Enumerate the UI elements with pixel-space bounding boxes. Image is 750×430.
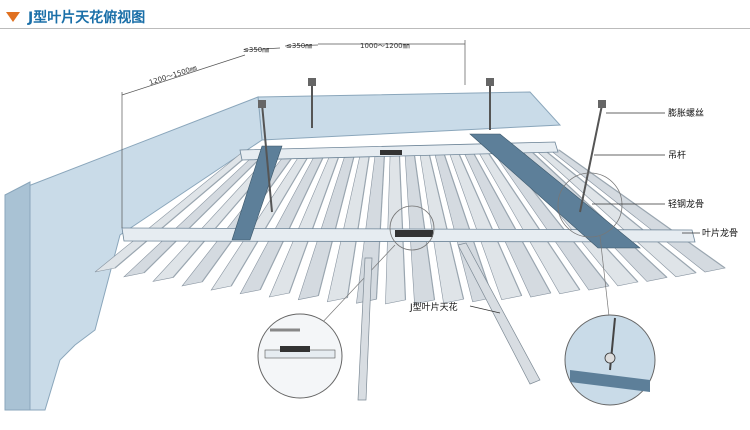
detail-circle-right	[557, 172, 623, 238]
keel-connector-center	[395, 230, 433, 237]
blade-edge	[143, 149, 269, 274]
callout-expansion-bolt: 膨胀螺丝	[668, 107, 704, 119]
ceiling-slab	[257, 91, 562, 141]
detail-leader-center	[319, 244, 396, 326]
detail-leader-right	[599, 235, 611, 326]
blade-edge	[259, 149, 328, 291]
blade-edge	[230, 149, 313, 287]
detail-bubble-right	[564, 314, 656, 406]
callout-leaders	[469, 112, 700, 314]
dimension-1000-1200: 1000～1200㎜	[360, 42, 410, 50]
blade-edge	[413, 149, 436, 300]
blade-edge	[288, 149, 342, 294]
blade-edge	[346, 149, 371, 298]
blade-edge	[442, 149, 494, 298]
title-text: J型叶片天花俯视图	[28, 10, 146, 26]
keel-connector-rear	[380, 150, 402, 155]
light-steel-keel-right	[469, 133, 641, 249]
dimension-1200-1500: 1200～1500㎜	[148, 64, 198, 87]
blade-edge	[456, 149, 523, 296]
blade-edge	[558, 149, 726, 269]
blade-edge	[398, 149, 407, 300]
blade-edge	[485, 149, 581, 291]
blade-edge	[544, 149, 697, 274]
blade-edge	[529, 149, 668, 278]
hanging-rods	[261, 82, 603, 213]
blade-edge	[375, 149, 386, 300]
down-triangle-icon	[6, 12, 20, 22]
title-divider	[0, 28, 750, 29]
rod-bolts	[258, 78, 606, 108]
detail-bubble-left	[257, 313, 343, 399]
light-steel-keel-left	[231, 145, 283, 241]
blade-edge	[317, 149, 357, 296]
blade-edge	[471, 149, 552, 294]
blade-edge	[114, 149, 255, 269]
page-title: J型叶片天花俯视图	[6, 6, 145, 28]
loose-blade-right	[457, 242, 541, 385]
left-wall	[4, 96, 263, 411]
loose-blade-left	[357, 257, 373, 401]
callout-hanging-rod: 吊杆	[668, 149, 686, 161]
blade-edge	[427, 149, 465, 300]
dimension-lines	[121, 40, 466, 228]
callout-blade-keel: 叶片龙骨	[702, 227, 738, 239]
callout-light-steel-keel: 轻钢龙骨	[668, 198, 704, 210]
detail-circle-center	[389, 205, 435, 251]
dimension-350-a: ≤350㎜	[243, 46, 269, 54]
callout-j-blade-ceiling: J型叶片天花	[409, 301, 458, 313]
left-wall-face	[4, 181, 31, 411]
dimension-350-b: ≤350㎜	[286, 42, 312, 50]
